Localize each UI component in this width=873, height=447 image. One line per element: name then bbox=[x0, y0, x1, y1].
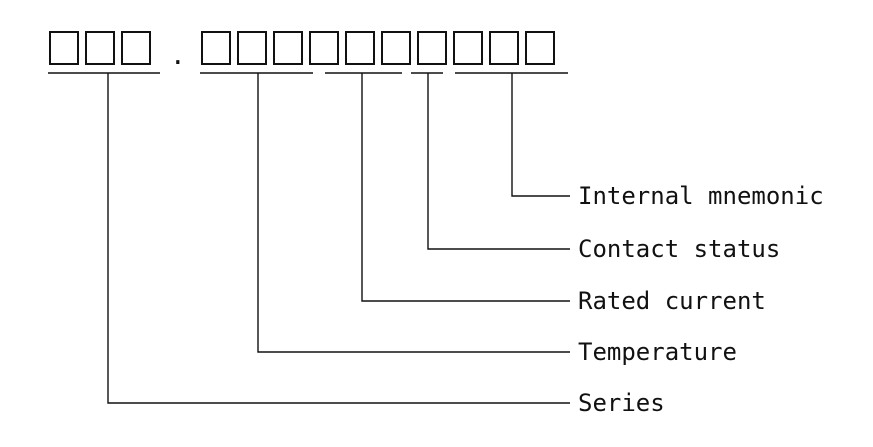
leader-rated-current bbox=[361, 73, 570, 302]
leader-lines bbox=[107, 73, 570, 404]
leader-temperature bbox=[257, 73, 570, 353]
leader-series bbox=[107, 73, 570, 404]
code-box-9 bbox=[381, 31, 411, 65]
code-box-4 bbox=[201, 31, 231, 65]
code-box-11 bbox=[453, 31, 483, 65]
code-box-8 bbox=[345, 31, 375, 65]
code-box-3 bbox=[121, 31, 151, 65]
code-box-13 bbox=[525, 31, 555, 65]
leader-internal-mnemonic bbox=[511, 73, 570, 197]
code-box-12 bbox=[489, 31, 519, 65]
code-box-2 bbox=[85, 31, 115, 65]
label-internal-mnemonic: Internal mnemonic bbox=[578, 182, 824, 210]
field-labels: Internal mnemonic Contact status Rated c… bbox=[578, 182, 824, 417]
label-series: Series bbox=[578, 389, 665, 417]
code-boxes: . bbox=[49, 31, 555, 71]
label-contact-status: Contact status bbox=[578, 235, 780, 263]
label-rated-current: Rated current bbox=[578, 287, 766, 315]
leader-contact-status bbox=[427, 73, 570, 250]
label-temperature: Temperature bbox=[578, 338, 737, 366]
code-box-7 bbox=[309, 31, 339, 65]
code-box-1 bbox=[49, 31, 79, 65]
code-box-10 bbox=[417, 31, 447, 65]
code-box-5 bbox=[237, 31, 267, 65]
code-box-6 bbox=[273, 31, 303, 65]
code-separator: . bbox=[170, 41, 186, 71]
